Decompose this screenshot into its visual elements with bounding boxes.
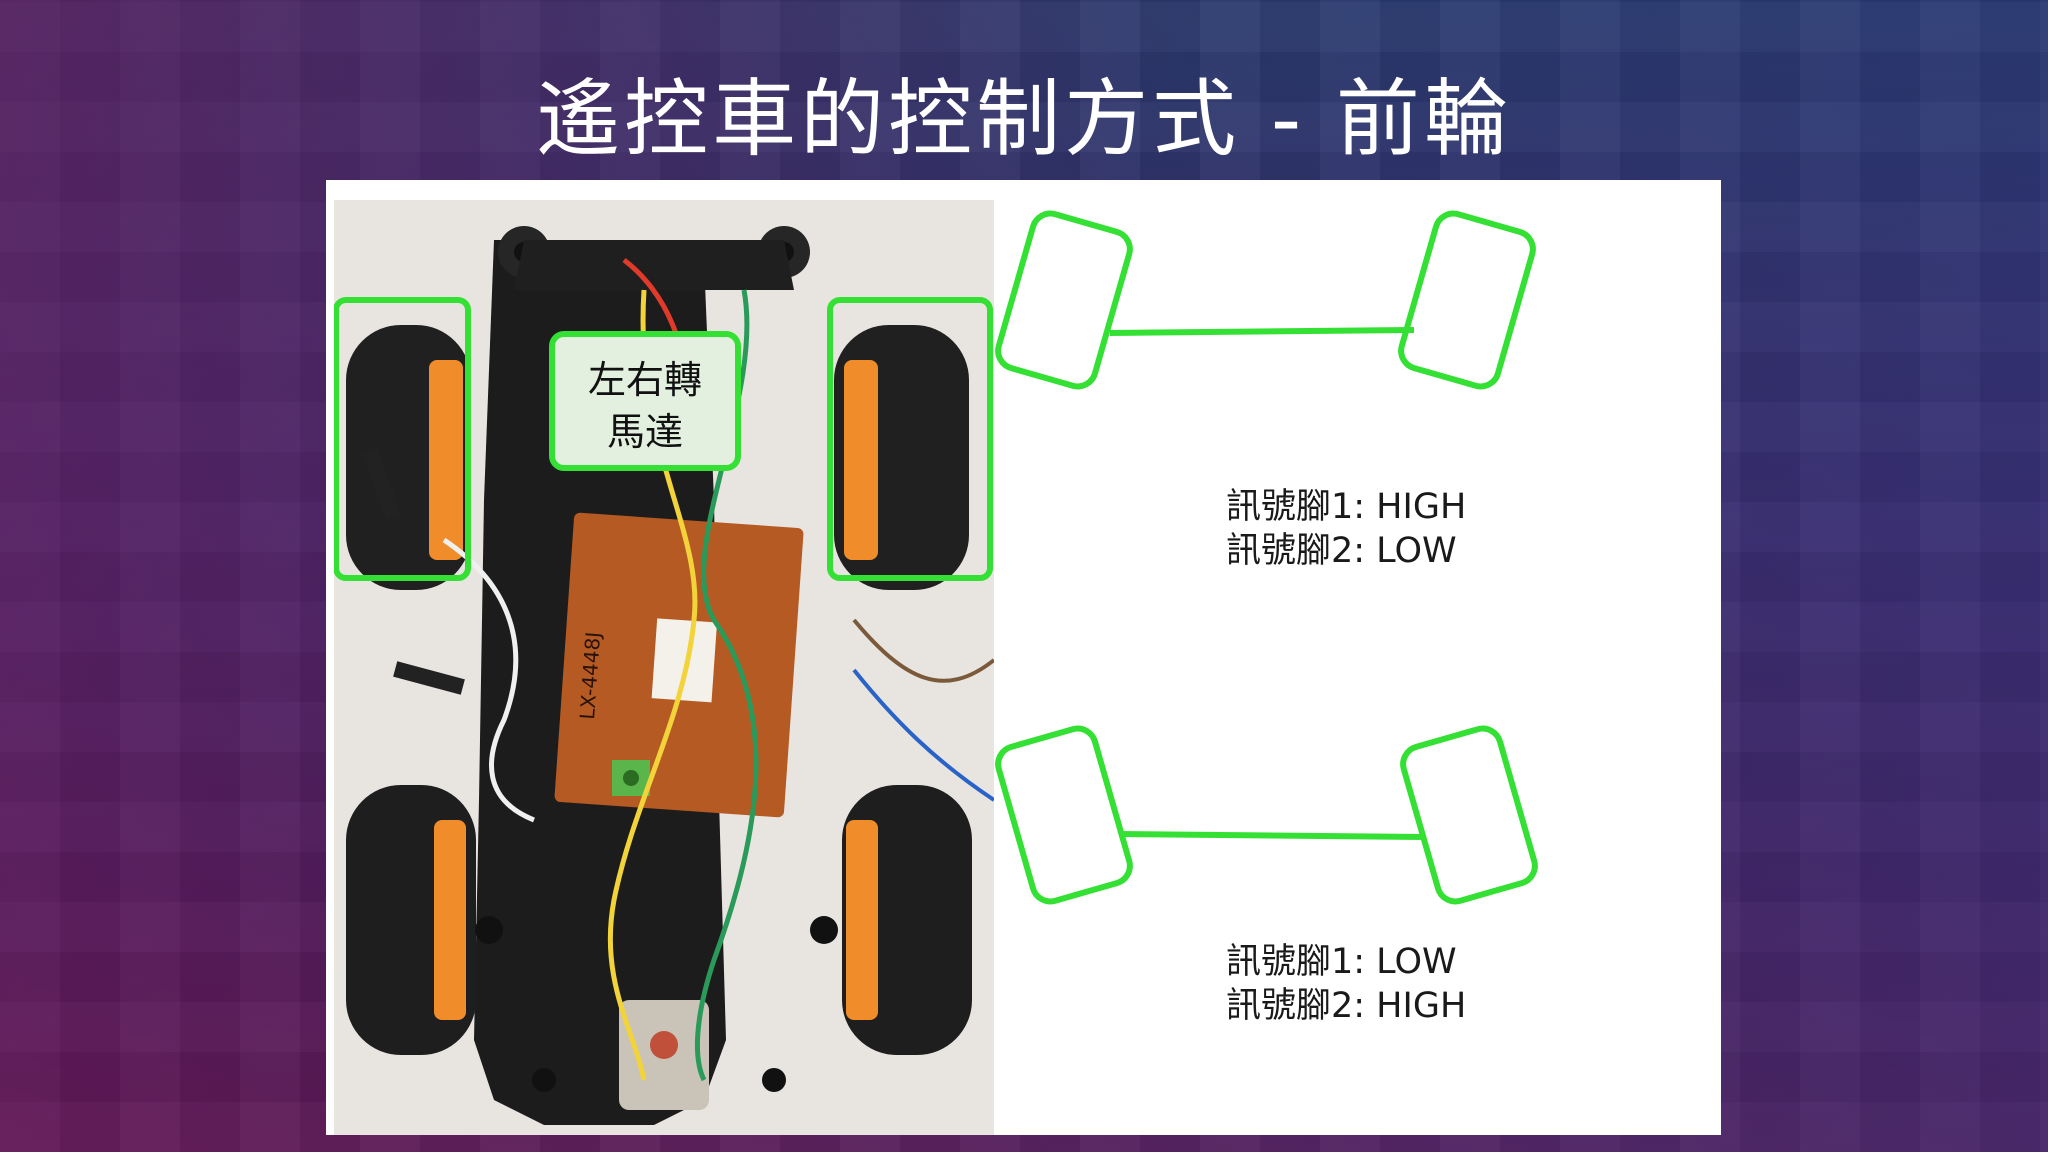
rear-right-wheel	[842, 785, 972, 1055]
label-line2: 馬達	[607, 410, 683, 454]
front-right-wheel	[834, 325, 969, 590]
state-1-axle	[995, 210, 1536, 390]
label-line1: 左右轉	[588, 358, 702, 402]
state-1-left-wheel	[995, 210, 1133, 390]
state-2-right-wheel	[1400, 725, 1538, 905]
state-2-axle	[995, 725, 1538, 905]
rear-left-wheel	[346, 785, 476, 1055]
state-2-left-wheel	[995, 725, 1133, 905]
state-2-pin1: 訊號腳1: LOW	[1226, 942, 1457, 982]
state-1-right-wheel	[1398, 210, 1536, 390]
state-1-pin2: 訊號腳2: LOW	[1226, 531, 1457, 571]
steering-diagram: 訊號腳1: HIGH 訊號腳2: LOW 訊號腳1: LOW 訊號腳2: HIG…	[994, 180, 1721, 1135]
state-1-pin1: 訊號腳1: HIGH	[1226, 487, 1467, 527]
front-left-wheel	[346, 325, 471, 590]
front-right-wheel-highlight	[827, 297, 993, 581]
steering-diagram-svg	[995, 210, 1538, 905]
rc-car-illustration: LX-4448J 左右轉 馬達	[334, 200, 994, 1135]
slide-title: 遙控車的控制方式 - 前輪	[536, 70, 1512, 168]
state-1-pin-labels: 訊號腳1: HIGH 訊號腳2: LOW	[1226, 485, 1466, 573]
state-2-pin-labels: 訊號腳1: LOW 訊號腳2: HIGH	[1226, 940, 1466, 1028]
state-1-axle-line	[1109, 327, 1415, 336]
steering-motor-label: 左右轉 馬達	[549, 331, 741, 471]
state-2-axle-line	[1118, 831, 1425, 840]
rc-car-photo: LX-4448J 左右轉 馬達	[334, 200, 994, 1135]
front-left-wheel-highlight	[334, 297, 471, 581]
content-panel: LX-4448J 左右轉 馬達	[326, 180, 1721, 1135]
state-2-pin2: 訊號腳2: HIGH	[1226, 986, 1467, 1026]
